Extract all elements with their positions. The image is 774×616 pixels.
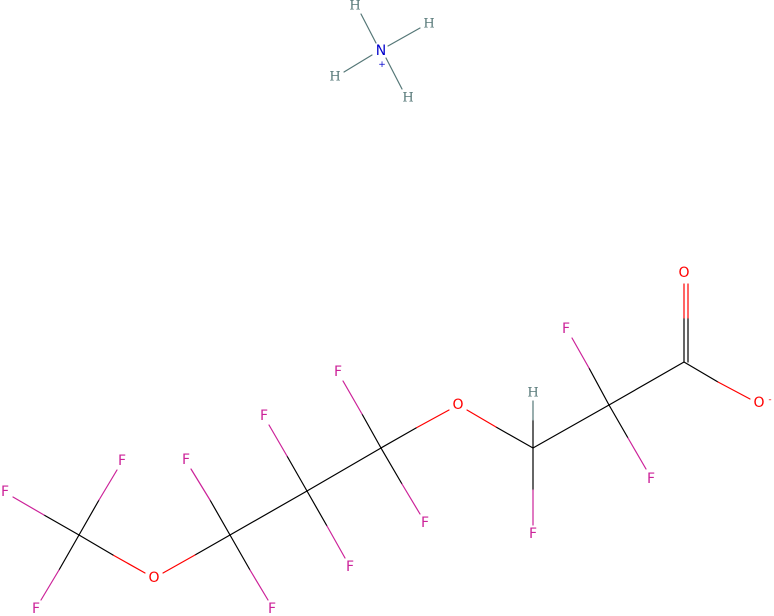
ammonium-nitrogen-label: N [376,43,386,59]
bond-line [627,437,647,470]
methine-hydrogen-label: H [527,386,538,401]
bond-line [717,381,751,400]
ammonium-hydrogen-label: H [329,70,340,85]
bond-line [415,409,450,429]
bond-line [683,361,719,383]
fluorine-label: F [1,484,9,500]
bond-line [326,525,346,559]
bond-line [360,13,377,44]
bond-line [112,554,146,574]
bond-line [98,469,118,501]
bond-line [571,337,590,369]
fluorine-label: F [118,453,126,469]
bond-line [401,483,421,515]
bond-line [190,468,211,501]
carbonyl-oxygen-label: O [678,265,689,281]
bond-line [229,490,308,536]
bond-line [387,27,421,47]
ether-oxygen-label: O [148,570,159,586]
fluorine-label: F [268,601,276,616]
ammonium-hydrogen-label: H [402,91,413,106]
bond-line [342,380,363,415]
bond-line [608,361,685,406]
bond-line [229,534,251,571]
bond-line [78,499,100,536]
fluorine-label: F [260,408,268,424]
bond-line [385,57,403,90]
bond-line [588,367,610,406]
carboxylate-charge-label: - [768,395,771,405]
bond-line [43,514,80,536]
bond-line [162,554,196,574]
fluorine-label: F [421,515,429,531]
bond-line [608,404,629,439]
fluorine-label: F [647,471,655,487]
ether-oxygen-label: O [452,397,463,413]
bond-line [58,534,80,571]
bond-line [194,534,231,556]
bond-line [532,404,610,449]
bond-line [78,534,114,556]
bond-line [209,499,231,536]
bond-line [306,447,382,492]
bond-line [286,455,308,492]
fluorine-label: F [562,321,570,337]
fluorine-label: F [346,559,354,575]
fluorine-label: F [529,526,537,542]
ammonium-charge-label: + [378,60,386,70]
bond-line [249,569,269,601]
carboxylate-oxygen-label: O [753,395,764,411]
bond-line [306,490,328,527]
bond-line [495,426,534,449]
fluorine-label: F [334,364,342,380]
bond-line [361,413,382,449]
bond-lines [12,13,751,601]
bond-line [380,447,403,485]
bond-line [343,54,373,73]
bond-line [268,424,288,457]
fluorine-label: F [182,452,190,468]
bond-line [380,427,417,449]
fluorine-label-extra: F [32,601,40,616]
bond-line [466,409,497,428]
ammonium-hydrogen-label: H [349,0,360,14]
bond-line [40,569,60,601]
bond-line [12,496,45,516]
ammonium-hydrogen-label: H [423,17,434,32]
